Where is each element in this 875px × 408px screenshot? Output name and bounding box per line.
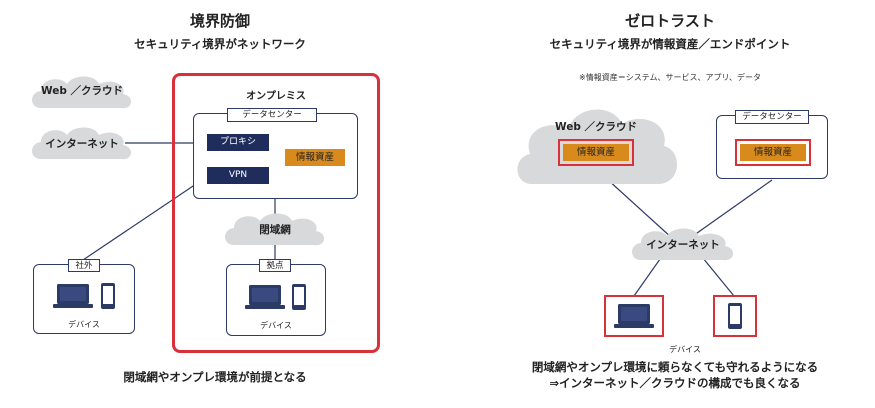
left-datacenter-label: データセンター (227, 108, 317, 122)
laptop-frame (604, 295, 664, 337)
phone-frame (713, 295, 757, 337)
vpn-box: VPN (207, 167, 269, 184)
left-caption: 閉域網やオンプレ環境が前提となる (123, 370, 307, 384)
left-info-asset: 情報資産 (285, 149, 345, 166)
right-internet-label: インターネット (646, 239, 720, 251)
right-note: ※情報資産＝システム、サービス、アプリ、データ (579, 73, 761, 82)
onprem-label: オンプレミス (246, 91, 306, 102)
right-dc-asset: 情報資産 (740, 144, 806, 161)
base-label: 拠点 (259, 259, 291, 272)
left-internet-cloud: インターネット (27, 121, 137, 165)
smartphone-icon (101, 283, 115, 309)
laptop-icon (53, 284, 93, 308)
left-web-cloud-label: Web ／クラウド (40, 85, 123, 97)
closed-net-cloud: 閉域網 (220, 207, 330, 251)
right-web-cloud: Web ／クラウド 情報資産 (512, 100, 680, 190)
right-web-asset: 情報資産 (563, 144, 629, 161)
external-device-label: デバイス (68, 320, 100, 329)
external-label: 社外 (68, 259, 100, 272)
right-internet-cloud: インターネット (627, 222, 739, 266)
dc-asset-frame (735, 139, 811, 166)
right-title: ゼロトラスト (625, 12, 715, 30)
cloud-icon (32, 76, 132, 109)
closed-net-label: 閉域網 (259, 224, 291, 236)
cloud-icon (225, 213, 325, 246)
laptop-icon (614, 304, 654, 328)
base-device-label: デバイス (260, 321, 292, 330)
smartphone-icon (292, 284, 306, 310)
right-datacenter-label: データセンター (735, 110, 809, 124)
line-dc-internet (689, 179, 773, 239)
left-internet-cloud-label: インターネット (45, 138, 119, 150)
base-box (226, 264, 326, 336)
cloud-icon (32, 127, 132, 160)
left-subtitle: セキュリティ境界がネットワーク (134, 37, 306, 51)
right-device-label: デバイス (669, 345, 701, 354)
laptop-icon (245, 285, 285, 309)
left-title: 境界防御 (189, 12, 250, 30)
smartphone-icon (728, 303, 742, 329)
right-subtitle: セキュリティ境界が情報資産／エンドポイント (549, 37, 791, 51)
right-caption-line1: 閉域網やオンプレ環境に頼らなくても守れるようになる (531, 360, 819, 374)
onprem-frame (172, 73, 380, 353)
right-caption-line2: ⇒インターネット／クラウドの構成でも良くなる (549, 376, 801, 390)
left-web-cloud: Web ／クラウド (27, 70, 137, 114)
web-asset-frame (558, 139, 634, 166)
line-vpn-external (79, 175, 209, 263)
cloud-icon (632, 228, 734, 261)
right-web-cloud-label: Web ／クラウド (554, 121, 637, 133)
proxy-box: プロキシ (207, 134, 269, 151)
